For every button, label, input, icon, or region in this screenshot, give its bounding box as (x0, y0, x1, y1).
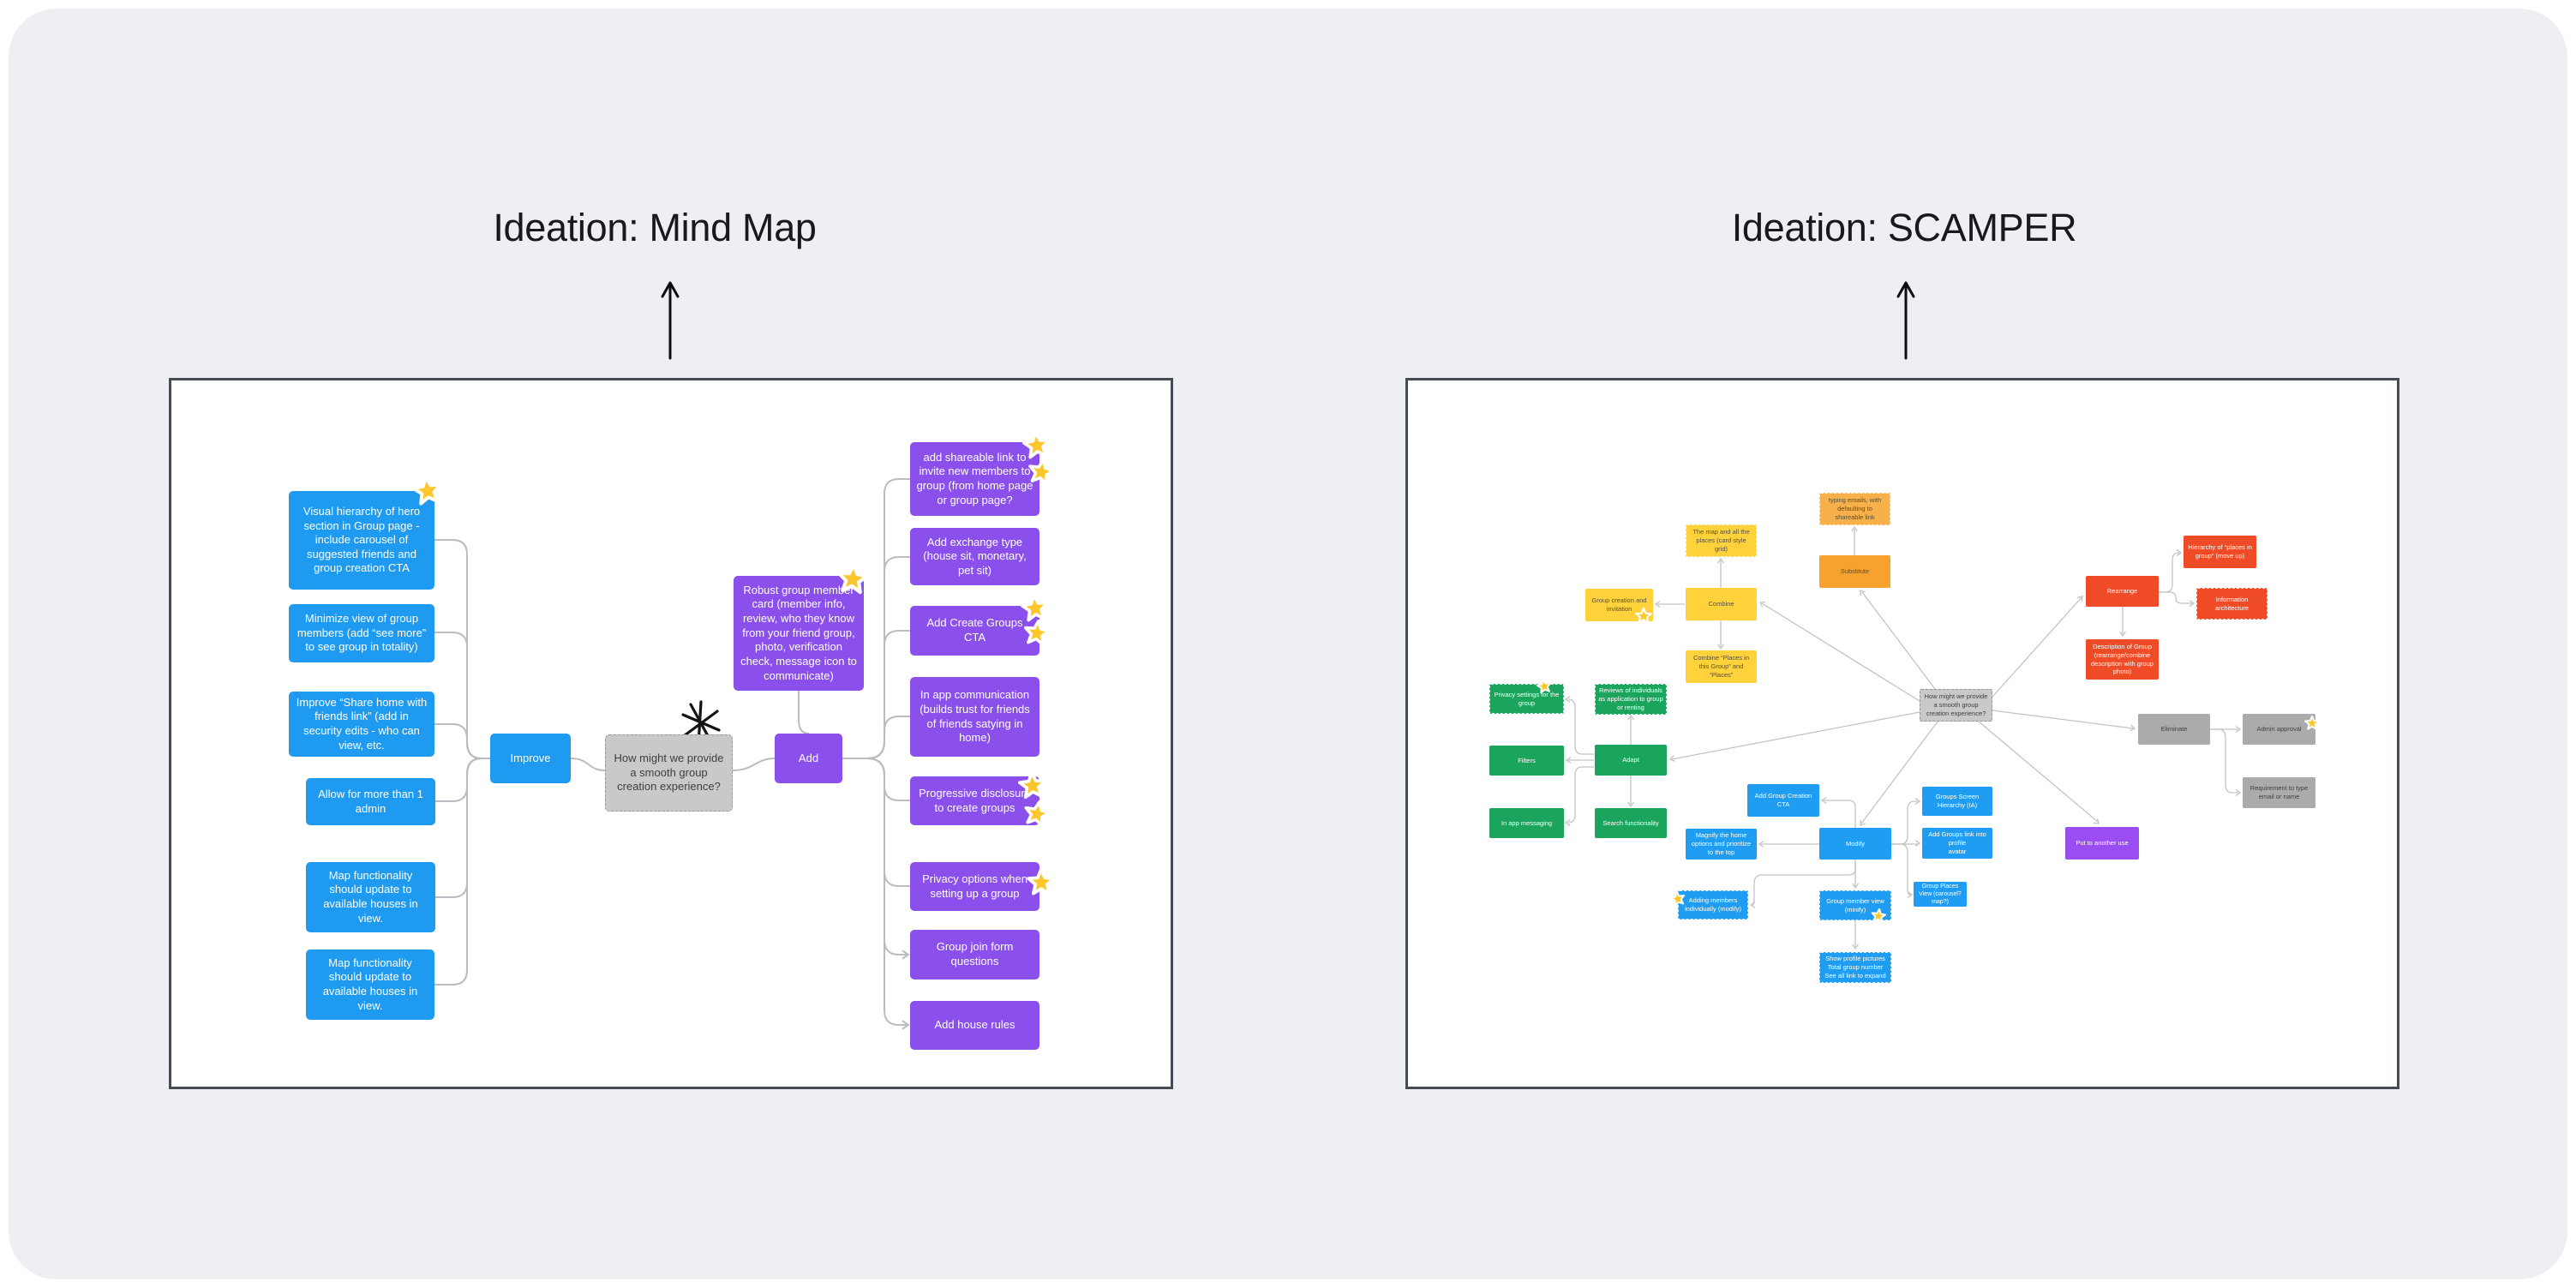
mm-group-join-form[interactable]: Group join form questions (910, 930, 1039, 979)
mm-minimize-view[interactable]: Minimize view of group members (add “see… (289, 604, 434, 662)
mm-allow-admin[interactable]: Allow for more than 1 admin (306, 778, 435, 825)
sc-search-functionality[interactable]: Search functionality (1595, 808, 1667, 838)
star-sticker[interactable] (1021, 798, 1053, 830)
star-sticker[interactable] (1870, 908, 1887, 925)
sc-map-places[interactable]: The map and all the places (card style g… (1686, 524, 1757, 557)
sc-adapt[interactable]: Adapt (1595, 745, 1667, 776)
sc-add-groups-link[interactable]: Add Groups link into profile avatar (1922, 828, 1992, 859)
sc-combine[interactable]: Combine (1686, 588, 1757, 620)
star-sticker[interactable] (1027, 868, 1056, 897)
sc-reviews[interactable]: Reviews of individuals as application to… (1595, 684, 1667, 715)
mm-improve[interactable]: Improve (490, 734, 571, 783)
sc-substitute[interactable]: Substitute (1819, 555, 1890, 588)
mm-create-groups-cta[interactable]: Add Create Groups CTA (910, 606, 1039, 656)
sc-filters[interactable]: Filters (1489, 746, 1564, 776)
mm-center[interactable]: How might we provide a smooth group crea… (605, 734, 733, 812)
sc-admin-approval[interactable]: Admin approval (2243, 714, 2315, 745)
up-arrow-icon[interactable] (1896, 278, 1916, 363)
star-sticker[interactable] (1017, 770, 1048, 801)
star-sticker[interactable] (835, 561, 871, 597)
scamper-title[interactable]: Ideation: SCAMPER (1731, 206, 2077, 249)
sc-requirement-email[interactable]: Requirement to type email or name (2243, 777, 2315, 808)
sc-group-places-view[interactable]: Group Places View (carousel? map?) (1914, 882, 1967, 907)
sc-hierarchy-places[interactable]: Hierarchy of “places in group” (move up) (2184, 536, 2256, 568)
sc-adding-members[interactable]: Adding members individually (modify) (1678, 890, 1748, 920)
mm-improve-share[interactable]: Improve “Share home with friends link” (… (289, 692, 434, 757)
sc-modify[interactable]: Modify (1819, 828, 1891, 860)
mm-visual-hierarchy[interactable]: Visual hierarchy of hero section in Grou… (289, 491, 434, 590)
sc-eliminate[interactable]: Eliminate (2138, 714, 2210, 745)
star-sticker[interactable] (1019, 592, 1051, 624)
mm-robust-card[interactable]: Robust group member card (member info, r… (734, 576, 864, 691)
mm-add[interactable]: Add (775, 734, 842, 783)
star-sticker[interactable] (1025, 456, 1057, 488)
sc-groups-screen[interactable]: Groups Screen Hierarchy (IA) (1922, 787, 1992, 816)
sc-put-another-use[interactable]: Put to another use (2065, 827, 2139, 860)
mm-shareable-link[interactable]: add shareable link to invite new members… (910, 442, 1039, 516)
sc-typing-emails[interactable]: typing emails, with defaulting to sharea… (1819, 493, 1890, 525)
mm-progressive-disclosure[interactable]: Progressive disclosure to create groups (910, 776, 1039, 825)
star-sticker[interactable] (1021, 429, 1052, 461)
mindmap-title[interactable]: Ideation: Mind Map (493, 206, 817, 249)
sc-combine-places[interactable]: Combine “Places in this Group” and “Plac… (1686, 650, 1757, 683)
sc-show-profile[interactable]: Show profile pictures Total group number… (1819, 952, 1891, 983)
mm-exchange-type[interactable]: Add exchange type (house sit, monetary, … (910, 528, 1039, 585)
star-sticker[interactable] (2304, 716, 2320, 731)
sc-magnify-home[interactable]: Magnify the home options and prioritize … (1686, 829, 1757, 860)
sc-in-app-messaging[interactable]: In app messaging (1489, 808, 1564, 838)
sc-add-cta[interactable]: Add Group Creation CTA (1747, 784, 1819, 817)
star-sticker[interactable] (1021, 618, 1052, 649)
star-sticker[interactable] (410, 474, 446, 509)
mm-add-house-rules[interactable]: Add house rules (910, 1001, 1039, 1050)
up-arrow-icon[interactable] (660, 278, 680, 363)
star-sticker[interactable] (1536, 678, 1554, 696)
sc-info-architecture[interactable]: Information architecture (2196, 588, 2267, 620)
mm-in-app-communication[interactable]: In app communication (builds trust for f… (910, 677, 1039, 757)
mm-privacy-options[interactable]: Privacy options when setting up a group (910, 862, 1039, 911)
sc-privacy-settings[interactable]: Privacy settings for the group (1489, 684, 1564, 714)
mm-map-functionality-2[interactable]: Map functionality should update to avail… (306, 950, 434, 1020)
sc-rearrange[interactable]: Rearrange (2086, 576, 2159, 607)
star-sticker[interactable] (1635, 608, 1652, 625)
sc-center[interactable]: How might we provide a smooth group crea… (1920, 689, 1992, 722)
sc-description-group[interactable]: Description of Group (rearrange/combine … (2086, 639, 2159, 680)
star-sticker[interactable] (1668, 890, 1686, 908)
mm-map-functionality-1[interactable]: Map functionality should update to avail… (306, 862, 435, 932)
